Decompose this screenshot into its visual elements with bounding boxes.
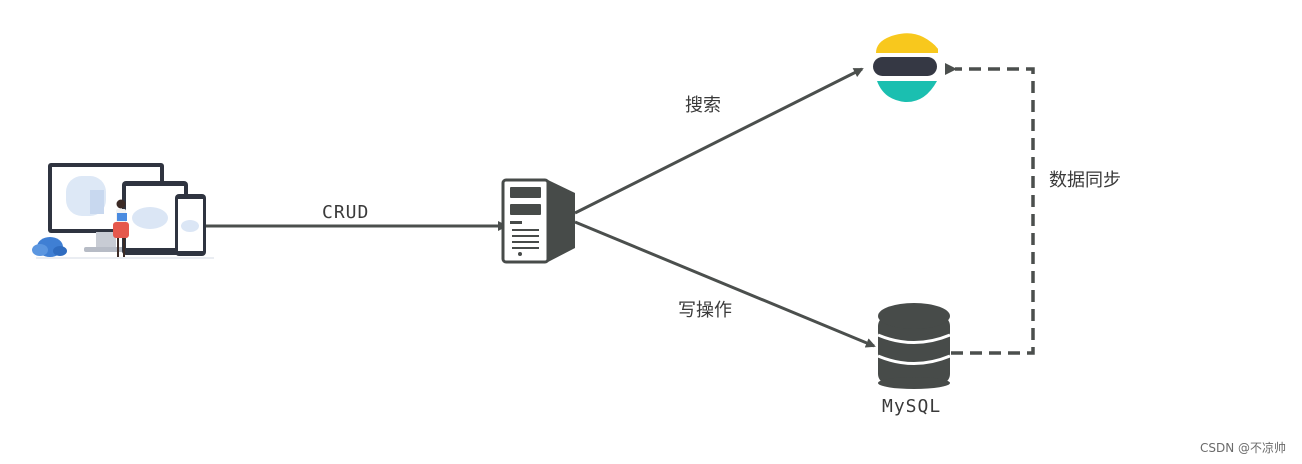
watermark: CSDN @不凉帅 — [1200, 440, 1286, 455]
sync-label: 数据同步 — [1049, 170, 1121, 191]
write-label: 写操作 — [678, 300, 732, 321]
crud-label: CRUD — [322, 202, 369, 223]
elasticsearch-logo-icon — [873, 33, 938, 103]
devices-illustration-icon — [32, 163, 214, 259]
server-icon — [501, 178, 575, 264]
search-edge — [574, 67, 864, 215]
sync-edge — [945, 63, 1035, 355]
search-label: 搜索 — [685, 95, 721, 116]
mysql-label: MySQL — [882, 396, 941, 417]
database-icon — [877, 303, 951, 389]
write-edge — [574, 220, 876, 348]
